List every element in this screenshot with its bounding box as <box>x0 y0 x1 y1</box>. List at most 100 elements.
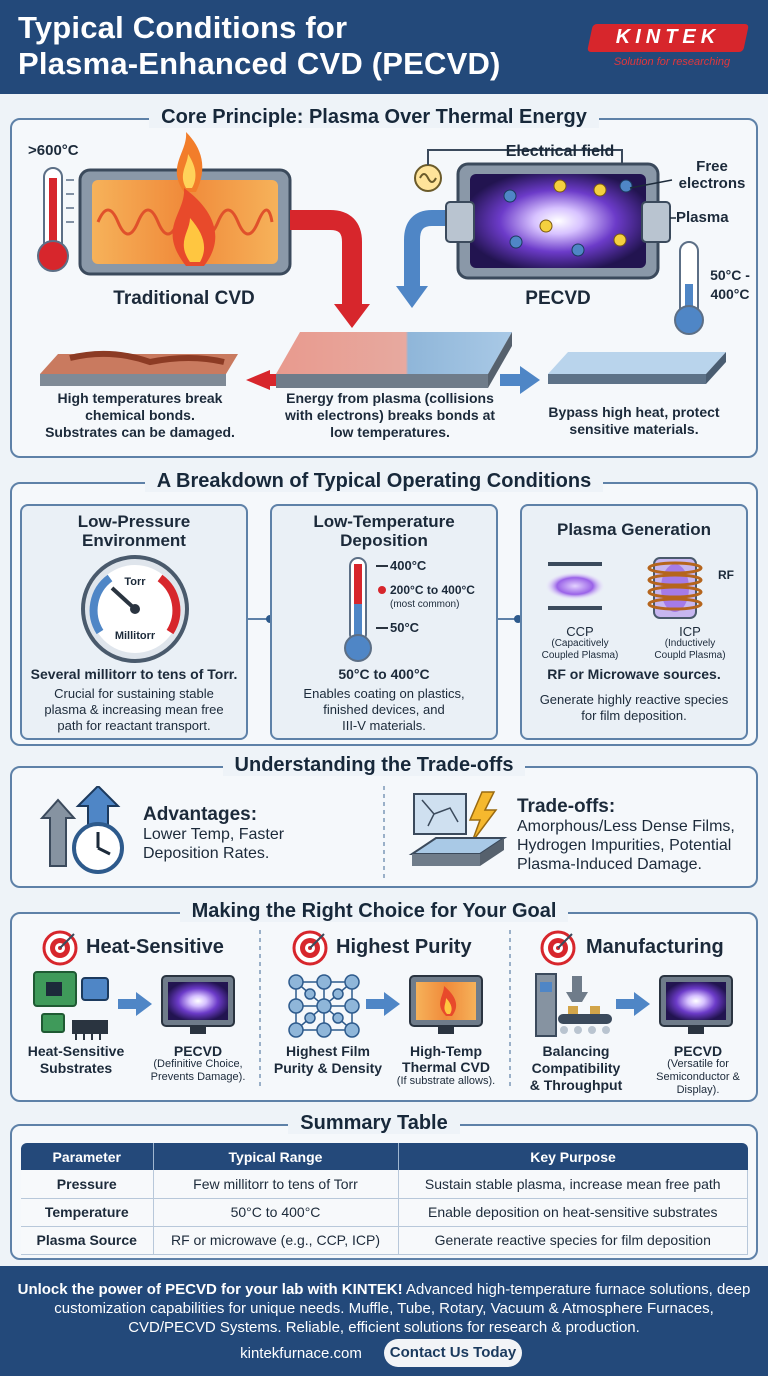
table-header-cell: Parameter <box>21 1143 154 1170</box>
gauge-torr-label: Torr <box>124 576 146 588</box>
temp-mark-mid-note: (most common) <box>390 599 460 610</box>
thermometer-icon <box>344 557 372 662</box>
high-temp-label: >600°C <box>28 142 79 159</box>
core-principle-illustration <box>37 132 726 394</box>
temp-mark-high: 400°C <box>390 558 427 573</box>
temperature-value: 50°C to 400°C <box>338 666 430 682</box>
plasma-title: Plasma Generation <box>556 520 711 539</box>
goal-manufacturing-heading: Manufacturing <box>586 936 724 958</box>
traditional-cvd-label: Traditional CVD <box>113 288 255 309</box>
target-icon <box>42 930 78 966</box>
tradeoffs-subtitle: Trade-offs: <box>517 796 616 817</box>
pecvd-monitor-icon <box>659 975 733 1034</box>
blue-flow-arrow <box>404 210 446 288</box>
kintek-logo: KINTEK Solution for researching <box>586 22 752 74</box>
temp-mark-mid: 200°C to 400°C <box>390 583 475 597</box>
table-row: Temperature 50°C to 400°C Enable deposit… <box>21 1198 748 1227</box>
arrow-icon <box>616 992 650 1016</box>
table-row: Pressure Few millitorr to tens of Torr S… <box>21 1170 748 1199</box>
arrow-icon <box>118 992 152 1016</box>
icp-label: ICP <box>679 624 701 639</box>
logo-tagline: Solution for researching <box>613 56 731 68</box>
choice-divider-1 <box>259 930 261 1090</box>
pecvd-monitor-icon <box>161 975 235 1034</box>
goal-heat-sensitive-note: (Definitive Choice,Prevents Damage). <box>150 1058 246 1083</box>
table-cell: Temperature <box>21 1198 154 1227</box>
summary-table: Parameter Typical Range Key Purpose Pres… <box>21 1143 748 1255</box>
right-arrow <box>500 366 540 394</box>
damaged-substrate-icon <box>40 350 238 386</box>
goal-heat-sensitive-right: PECVD <box>173 1043 223 1059</box>
table-header-cell: Key Purpose <box>398 1143 748 1170</box>
goal-manufacturing-right: PECVD <box>673 1043 723 1059</box>
target-icon <box>540 930 576 966</box>
choice-divider-2 <box>509 930 511 1090</box>
page-title: Typical Conditions for Plasma-Enhanced C… <box>18 10 501 82</box>
choice-title: Making the Right Choice for Your Goal <box>0 900 748 923</box>
table-cell: Sustain stable plasma, increase mean fre… <box>398 1170 748 1199</box>
table-cell: Pressure <box>21 1170 154 1199</box>
table-cell: 50°C to 400°C <box>153 1198 399 1227</box>
thermal-cvd-monitor-icon <box>409 975 483 1034</box>
arrow-icon <box>366 992 400 1016</box>
circuit-board-icon <box>33 971 109 1040</box>
tradeoffs-divider <box>383 786 385 878</box>
ccp-icp-icon <box>545 557 703 619</box>
rf-label: RF <box>718 568 734 582</box>
footer-url-link[interactable]: kintekfurnace.com <box>240 1345 362 1362</box>
table-row: Plasma Source RF or microwave (e.g., CCP… <box>21 1226 748 1255</box>
tradeoffs-title: Understanding the Trade-offs <box>0 754 748 777</box>
plasma-label: Plasma <box>676 209 729 226</box>
electrical-field-label: Electrical field <box>505 143 615 160</box>
table-cell: RF or microwave (e.g., CCP, ICP) <box>153 1226 399 1255</box>
page-header: Typical Conditions for Plasma-Enhanced C… <box>0 0 768 94</box>
tradeoffs-text: Amorphous/Less Dense Films,Hydrogen Impu… <box>517 818 735 873</box>
core-principle-title: Core Principle: Plasma Over Thermal Ener… <box>0 106 748 129</box>
table-cell: Plasma Source <box>21 1226 154 1255</box>
crystal-lattice-icon <box>288 974 360 1038</box>
footer-lead: Unlock the power of PECVD for your lab w… <box>17 1281 403 1298</box>
gauge-millitorr-label: Millitorr <box>114 630 156 642</box>
pecvd-label: PECVD <box>525 288 591 309</box>
center-substrate-icon <box>276 332 512 388</box>
ccp-label: CCP <box>566 624 594 639</box>
contact-us-button[interactable]: Contact Us Today <box>384 1339 522 1367</box>
breakdown-title: A Breakdown of Typical Operating Conditi… <box>0 470 748 493</box>
advantages-title: Advantages: <box>143 804 258 825</box>
factory-line-icon <box>535 973 612 1037</box>
footer-text: Unlock the power of PECVD for your lab w… <box>17 1281 751 1336</box>
pressure-gauge-icon <box>81 555 189 663</box>
cracked-film-icon <box>408 791 508 866</box>
temperature-ticks <box>376 565 388 629</box>
speed-clock-icon <box>39 786 124 874</box>
goal-heat-sensitive-heading: Heat-Sensitive <box>86 936 224 958</box>
table-cell: Generate reactive species for film depos… <box>398 1226 748 1255</box>
logo-name: KINTEK <box>615 26 721 48</box>
left-arrow <box>246 370 282 390</box>
goal-purity-note: (If substrate allows). <box>396 1075 496 1087</box>
low-temp-label: 50°C -400°C <box>710 267 750 302</box>
thermometer-cool-icon <box>674 241 704 335</box>
flame-icon <box>172 132 216 266</box>
plasma-value: RF or Microwave sources. <box>547 666 721 682</box>
title-line-1: Typical Conditions for <box>18 10 348 45</box>
pressure-value: Several millitorr to tens of Torr. <box>30 666 238 682</box>
protected-substrate-icon <box>548 352 726 384</box>
